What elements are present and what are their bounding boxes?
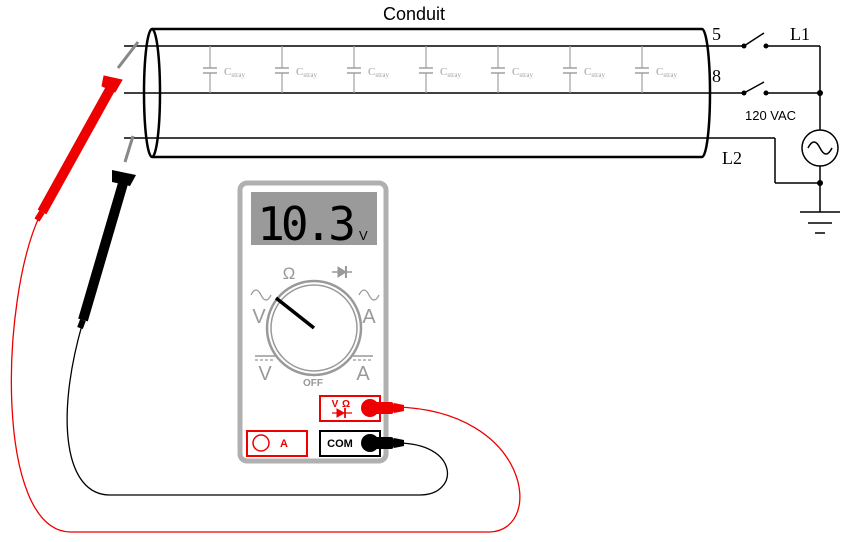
red-probe-cable [10,214,521,533]
switch-5-blade [743,32,765,47]
label-l2: L2 [722,148,742,168]
jack-diode-icon [332,408,352,418]
svg-text:Ω: Ω [342,399,350,410]
red-plug [370,402,404,414]
multimeter: 10.3 V Ω V A V A OFF [237,180,404,464]
dial-dc-amp: A [353,355,373,385]
black-plug [370,437,404,449]
dial-off-label: OFF [303,378,323,389]
conduit-tube [142,27,712,159]
label-source-voltage: 120 VAC [745,108,796,123]
stray-capacitor: Cstray [347,46,389,93]
meter-unit: V [359,228,368,243]
stray-capacitor: Cstray [635,46,677,93]
meter-reading: 10.3 [257,197,353,251]
dial-ohm-label: Ω [283,264,296,283]
dial-ac-amp: A [358,289,380,328]
black-probe[interactable] [77,135,136,330]
stray-capacitor: Cstray [419,46,461,93]
meter-display [251,192,377,245]
dial-ac-volt: V [250,289,272,328]
switch-8-blade [743,81,765,94]
svg-text:V: V [258,363,272,385]
dial-diode-icon [332,266,352,278]
stray-capacitor: Cstray [563,46,605,93]
svg-text:COM: COM [327,438,353,450]
stray-capacitor-label: Cstray [296,66,317,79]
stray-capacitor-label: Cstray [512,66,533,79]
conduit-label: Conduit [383,4,445,24]
amp-jack[interactable]: A [246,430,308,457]
svg-text:A: A [362,306,376,328]
stray-capacitor: Cstray [275,46,317,93]
stray-capacitor-label: Cstray [440,66,461,79]
stray-capacitors: Cstray Cstray Cstray Cstray Cstray Cstray Cstr… [203,46,677,93]
svg-text:V: V [252,306,266,328]
red-probe[interactable] [34,41,140,222]
stray-capacitor-label: Cstray [368,66,389,79]
selector-pointer[interactable] [274,296,316,330]
terminal-dots [741,43,823,186]
svg-text:A: A [356,363,370,385]
stray-capacitor: Cstray [491,46,533,93]
wire-label-5: 5 [712,24,721,44]
stray-capacitor-label: Cstray [224,66,245,79]
conduit-wires [124,45,775,139]
stray-capacitor: Cstray [203,46,245,93]
source-circuit [743,32,840,234]
dial-dc-volt: V [255,355,275,385]
stray-capacitor-label: Cstray [656,66,677,79]
label-l1: L1 [790,24,810,44]
svg-text:V: V [332,399,339,410]
stray-capacitor-label: Cstray [584,66,605,79]
black-probe-cable [66,324,449,496]
svg-text:A: A [280,438,288,450]
wire-label-8: 8 [712,66,721,86]
